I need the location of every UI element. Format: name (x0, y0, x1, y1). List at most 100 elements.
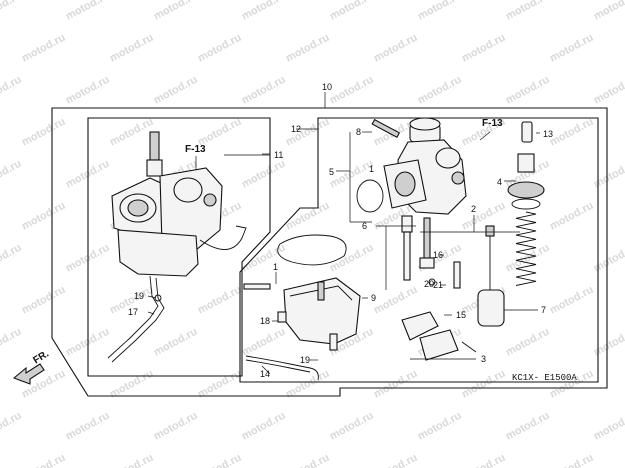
callout-10: 10 (322, 82, 332, 92)
callout-7: 7 (541, 305, 546, 315)
watermark-text: motod.ru (108, 452, 156, 468)
watermark-text: motod.ru (328, 0, 376, 23)
watermark-text: motod.ru (504, 410, 552, 443)
watermark-text: motod.ru (196, 284, 244, 317)
watermark-text: motod.ru (592, 158, 625, 191)
callout-1-lower: 1 (273, 262, 278, 272)
watermark-text: motod.ru (460, 368, 508, 401)
watermark-text: motod.ru (152, 326, 200, 359)
right-carb-frame (239, 117, 599, 383)
watermark-text: motod.ru (504, 326, 552, 359)
watermark-text: motod.ru (592, 326, 625, 359)
watermark-text: motod.ru (240, 158, 288, 191)
callout-18: 18 (260, 316, 270, 326)
watermark-text: motod.ru (548, 200, 596, 233)
watermark-text: motod.ru (20, 452, 68, 468)
callout-1-upper: 1 (369, 164, 374, 174)
float-bowl (283, 277, 361, 345)
watermark-text: motod.ru (108, 32, 156, 65)
watermark-text: motod.ru (64, 74, 112, 107)
drain-screw (329, 333, 338, 351)
watermark-text: motod.ru (284, 452, 332, 468)
callout-13: 13 (543, 129, 553, 139)
watermark-text: motod.ru (196, 32, 244, 65)
callout-14: 14 (260, 369, 270, 379)
callout-2: 2 (471, 204, 476, 214)
watermark-text: motod.ru (240, 0, 288, 23)
watermark-text: motod.ru (20, 284, 68, 317)
watermark-text: motod.ru (152, 74, 200, 107)
callout-16: 16 (433, 250, 443, 260)
left-carb-frame (87, 117, 271, 377)
callout-numbers: 10 11 12 8 13 5 4 2 6 16 21 20 15 3 7 9 … (128, 82, 553, 379)
watermark-text: motod.ru (0, 0, 24, 23)
callout-21: 21 (433, 280, 443, 290)
callout-8: 8 (356, 127, 361, 137)
left-f13-label: F-13 (185, 144, 206, 155)
watermark-text: motod.ru (20, 200, 68, 233)
right-f13-label: F-13 (482, 118, 503, 129)
watermark-text: motod.ru (152, 410, 200, 443)
watermark-text: motod.ru (240, 74, 288, 107)
watermark-text: motod.ru (196, 452, 244, 468)
watermark-text: motod.ru (0, 242, 24, 275)
watermark-text: motod.ru (548, 116, 596, 149)
watermark-text: motod.ru (284, 32, 332, 65)
left-float-bowl (117, 229, 199, 277)
watermark-text: motod.ru (0, 158, 24, 191)
callout-11: 11 (274, 150, 283, 160)
left-throttle-tube (149, 131, 160, 161)
callout-15: 15 (456, 310, 466, 320)
watermark-text: motod.ru (592, 242, 625, 275)
center-float-bowl (243, 234, 361, 381)
needle-jet (401, 215, 413, 233)
jet-components (401, 215, 505, 361)
watermark-text: motod.ru (460, 32, 508, 65)
right-carburetor (356, 117, 467, 215)
left-carburetor (107, 131, 247, 363)
float-right (419, 329, 459, 361)
throttle-valve (477, 289, 505, 327)
spring-assembly (507, 121, 545, 286)
callout-5: 5 (329, 167, 334, 177)
callout-3: 3 (481, 354, 486, 364)
watermark-text: motod.ru (416, 410, 464, 443)
watermark-text: motod.ru (152, 0, 200, 23)
watermark-text: motod.ru (504, 0, 552, 23)
watermark-text: motod.ru (0, 74, 24, 107)
watermark-text: motod.ru (548, 32, 596, 65)
watermark-text: motod.ru (20, 116, 68, 149)
pilot-screw (453, 261, 461, 289)
watermark-text: motod.ru (328, 242, 376, 275)
callout-17: 17 (128, 307, 138, 317)
assembly-code: KC1X- E1500A (512, 373, 577, 383)
watermark-text: motod.ru (592, 410, 625, 443)
callout-19-lower: 19 (300, 355, 310, 365)
watermark-text: motod.ru (592, 0, 625, 23)
watermark-text: motod.ru (460, 200, 508, 233)
watermark-text: motod.ru (240, 410, 288, 443)
callout-19-upper: 19 (134, 291, 144, 301)
o-ring (356, 179, 384, 213)
watermark-text: motod.ru (240, 326, 288, 359)
watermark-text: motod.ru (416, 74, 464, 107)
watermark-text: motod.ru (504, 74, 552, 107)
bowl-screw (243, 283, 271, 290)
watermark-text: motod.ru (372, 368, 420, 401)
front-label: FR. (31, 348, 51, 366)
leader-lines (147, 128, 540, 375)
watermark-text: motod.ru (284, 200, 332, 233)
watermark-text: motod.ru (20, 32, 68, 65)
callout-20-visible: 20 (424, 279, 434, 289)
watermark-text: motod.ru (0, 326, 24, 359)
callout-6: 6 (362, 221, 367, 231)
outer-frame (51, 107, 608, 397)
watermark-text: motod.ru (372, 284, 420, 317)
front-arrow-icon (12, 363, 45, 385)
watermark-text: motod.ru (64, 0, 112, 23)
watermark-text: motod.ru (328, 410, 376, 443)
watermark-text: motod.ru (328, 158, 376, 191)
callout-12: 12 (291, 124, 301, 134)
